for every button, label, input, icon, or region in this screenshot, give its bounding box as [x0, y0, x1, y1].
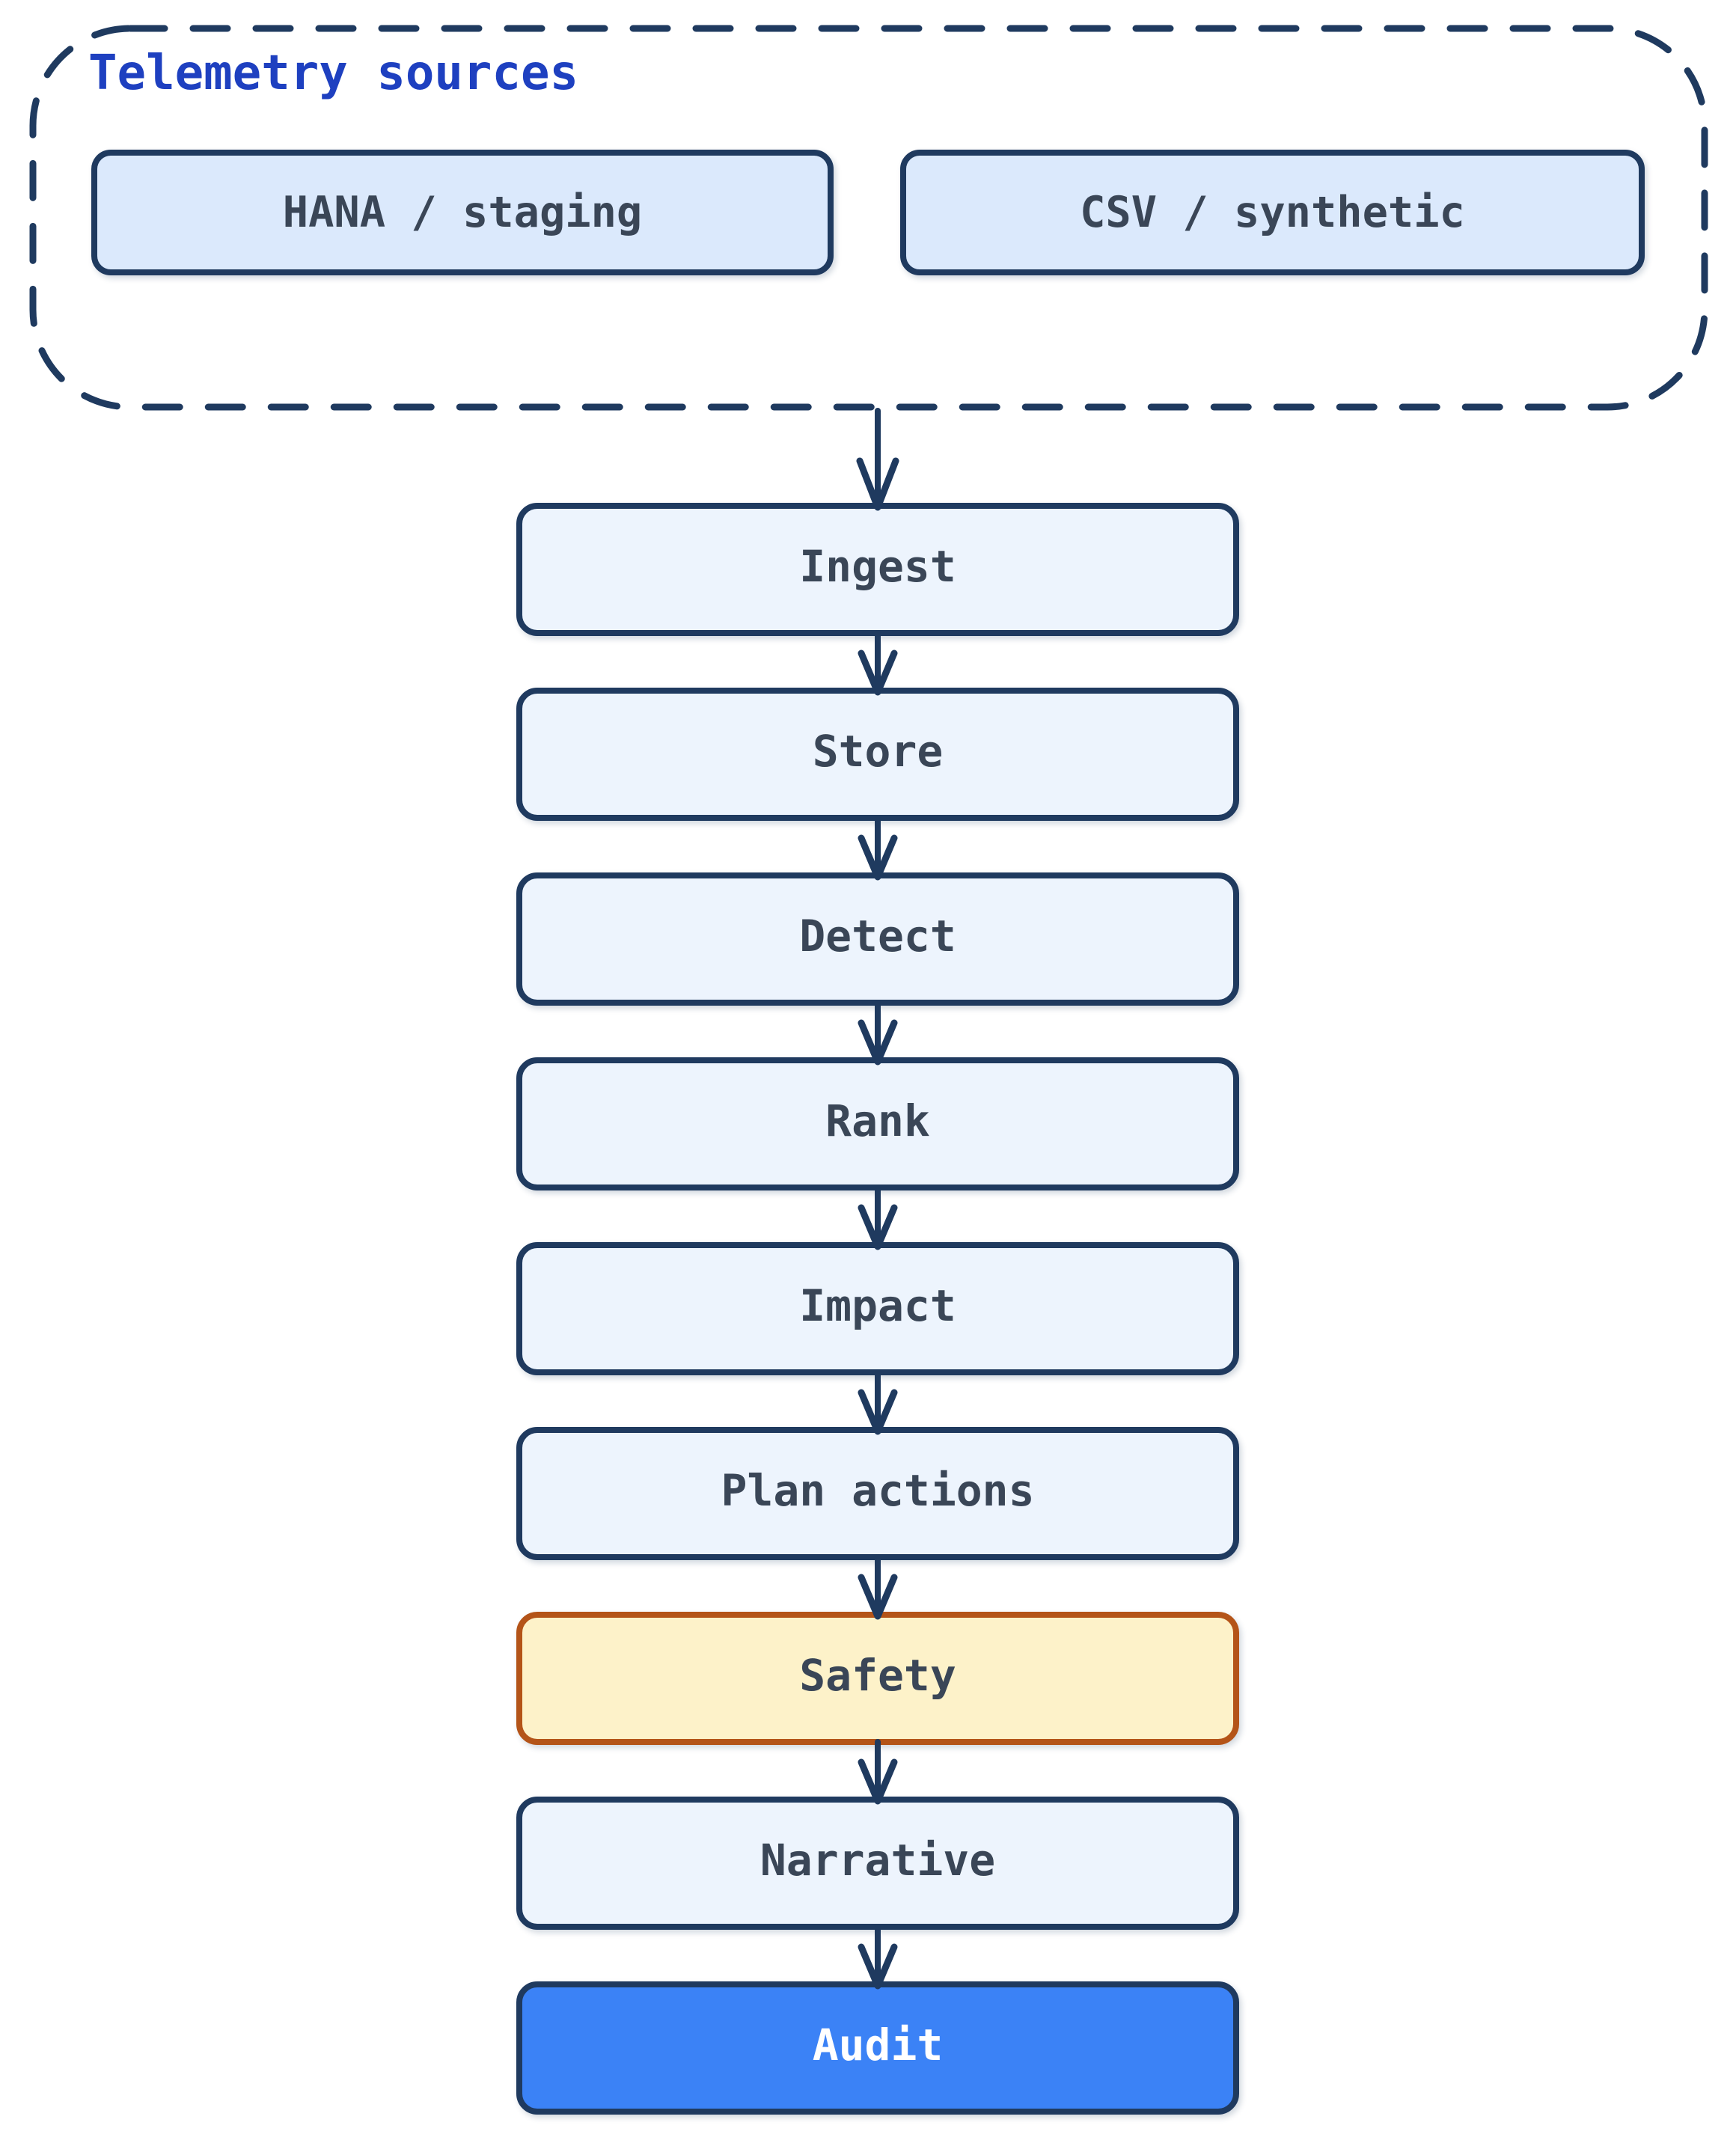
flow-node-label: Ingest	[799, 541, 956, 592]
telemetry-sources-title: Telemetry sources	[88, 46, 579, 101]
flow-node-detect: Detect	[516, 872, 1239, 1006]
flow-arrow	[858, 1369, 898, 1435]
flow-node-label: Audit	[812, 2020, 944, 2070]
source-node-hana-staging: HANA / staging	[91, 150, 834, 275]
flow-node-store: Store	[516, 688, 1239, 821]
flow-arrow	[858, 1924, 898, 1990]
flow-arrow	[858, 1739, 898, 1805]
flow-node-label: Detect	[799, 911, 956, 962]
source-node-csv-synthetic: CSV / synthetic	[900, 150, 1645, 275]
flow-node-label: Impact	[799, 1280, 956, 1331]
source-node-label: CSV / synthetic	[1080, 188, 1465, 237]
flow-node-impact: Impact	[516, 1242, 1239, 1375]
flow-node-label: Store	[812, 726, 944, 777]
flow-arrow	[858, 1000, 898, 1066]
flow-arrow	[858, 815, 898, 881]
flow-arrow	[858, 630, 898, 696]
flow-arrow	[856, 408, 899, 511]
source-node-label: HANA / staging	[282, 188, 643, 237]
flow-node-safety: Safety	[516, 1612, 1239, 1745]
flow-node-label: Plan actions	[721, 1465, 1035, 1516]
flow-node-label: Narrative	[760, 1835, 996, 1886]
flow-node-plan-actions: Plan actions	[516, 1427, 1239, 1560]
flow-node-audit: Audit	[516, 1981, 1239, 2115]
flow-arrow	[858, 1554, 898, 1620]
flow-node-ingest: Ingest	[516, 503, 1239, 636]
flow-node-label: Rank	[825, 1095, 930, 1146]
flow-node-rank: Rank	[516, 1057, 1239, 1190]
flow-node-narrative: Narrative	[516, 1797, 1239, 1930]
flow-node-label: Safety	[799, 1650, 956, 1701]
flow-arrow	[858, 1185, 898, 1250]
